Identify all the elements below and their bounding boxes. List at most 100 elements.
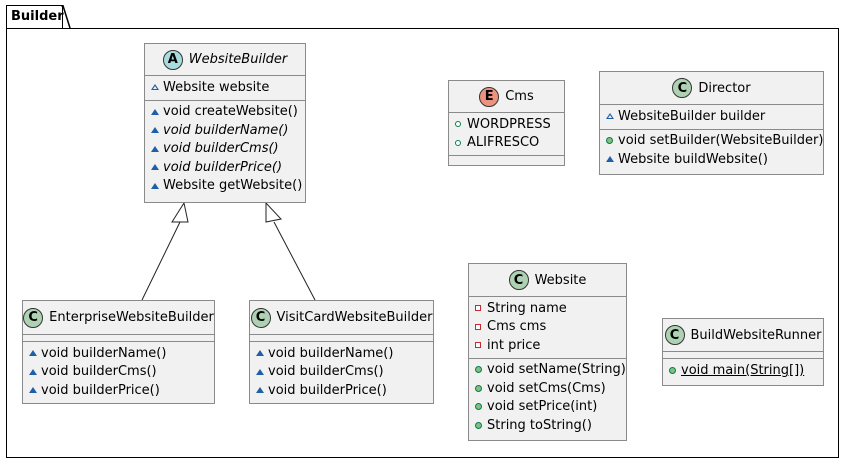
method-row: Website buildWebsite()	[600, 150, 823, 169]
field-text: Website website	[163, 79, 270, 95]
method-row: void setBuilder(WebsiteBuilder)	[600, 132, 823, 151]
class-icon: C	[672, 78, 693, 98]
package-visibility-icon	[151, 164, 163, 171]
class-website[interactable]: C Website String name Cms cms int price …	[468, 263, 627, 441]
abstract-class-icon: A	[162, 49, 183, 70]
class-buildwebsiterunner[interactable]: C BuildWebsiteRunner void main(String[])	[662, 318, 824, 386]
package-visibility-icon	[256, 368, 268, 375]
static-method-text: void main(String[])	[681, 362, 805, 378]
package-visibility-icon	[29, 387, 41, 394]
method-text: void createWebsite()	[163, 104, 298, 120]
method-text: void builderName()	[163, 122, 289, 138]
package-visibility-icon	[151, 84, 163, 91]
package-visibility-icon	[606, 156, 618, 163]
package-tab: Builder	[6, 5, 64, 29]
method-text: void setName(String)	[487, 362, 626, 378]
method-row: void builderCms()	[250, 363, 433, 382]
method-row: void setPrice(int)	[469, 398, 626, 417]
method-text: Website buildWebsite()	[618, 151, 768, 167]
method-row: void setCms(Cms)	[469, 379, 626, 398]
package-visibility-icon	[256, 387, 268, 394]
methods-section: void builderName() void builderCms() voi…	[250, 342, 433, 403]
method-row: void builderPrice()	[23, 381, 214, 400]
class-name: Website	[534, 272, 587, 288]
class-header: C EnterpriseWebsiteBuilder	[23, 301, 214, 335]
package-name: Builder	[11, 9, 64, 24]
field-row: int price	[469, 336, 626, 355]
method-row: void createWebsite()	[145, 103, 305, 122]
field-text: WebsiteBuilder builder	[618, 108, 766, 124]
package-visibility-icon	[151, 145, 163, 152]
method-text: void builderPrice()	[41, 382, 160, 398]
class-icon: C	[250, 307, 271, 328]
class-name: BuildWebsiteRunner	[690, 327, 822, 343]
package-visibility-icon	[29, 368, 41, 375]
method-text: void builderPrice()	[268, 382, 387, 398]
field-row: Website website	[145, 78, 305, 97]
public-visibility-icon	[455, 121, 467, 128]
package-visibility-icon	[151, 108, 163, 115]
package-visibility-icon	[151, 182, 163, 189]
public-visibility-icon	[475, 421, 487, 429]
public-visibility-icon	[455, 139, 467, 146]
fields-section: String name Cms cms int price	[469, 297, 626, 359]
class-name: Director	[698, 80, 751, 96]
method-row: void builderCms()	[23, 363, 214, 382]
enum-cms[interactable]: E Cms WORDPRESS ALIFRESCO	[448, 80, 565, 166]
method-text: void builderCms()	[163, 141, 279, 157]
class-visitcardwebsitebuilder[interactable]: C VisitCardWebsiteBuilder void builderNa…	[249, 300, 434, 404]
class-websitebuilder[interactable]: A WebsiteBuilder Website website void cr…	[144, 43, 306, 203]
field-text: String name	[487, 300, 567, 316]
method-row: Website getWebsite()	[145, 177, 305, 196]
class-icon: C	[508, 270, 529, 290]
field-row: Cms cms	[469, 318, 626, 337]
enum-value-text: WORDPRESS	[467, 116, 551, 132]
method-text: void builderName()	[41, 345, 167, 361]
inheritance-arrowhead-enterprise	[171, 201, 189, 223]
private-visibility-icon	[475, 305, 487, 312]
public-visibility-icon	[606, 137, 618, 145]
enum-icon: E	[479, 86, 500, 107]
method-row: void builderName()	[250, 344, 433, 363]
fields-section	[23, 335, 214, 342]
fields-section: Website website	[145, 76, 305, 101]
enum-value-text: ALIFRESCO	[467, 135, 540, 151]
class-name: Cms	[505, 89, 534, 104]
class-header: E Cms	[449, 81, 564, 113]
class-director[interactable]: C Director WebsiteBuilder builder void s…	[599, 71, 824, 175]
class-enterprisewebsitebuilder[interactable]: C EnterpriseWebsiteBuilder void builderN…	[22, 300, 215, 404]
method-row: void builderCms()	[145, 140, 305, 159]
fields-section: WebsiteBuilder builder	[600, 105, 823, 130]
field-row: WebsiteBuilder builder	[600, 107, 823, 126]
public-visibility-icon	[475, 366, 487, 374]
enum-value-row: WORDPRESS	[449, 115, 564, 134]
package-tab-slant	[61, 5, 71, 29]
public-visibility-icon	[669, 366, 681, 374]
public-visibility-icon	[475, 403, 487, 411]
class-name: EnterpriseWebsiteBuilder	[49, 310, 214, 325]
methods-section: void setBuilder(WebsiteBuilder) Website …	[600, 130, 823, 172]
method-row: void builderPrice()	[250, 381, 433, 400]
class-header: C VisitCardWebsiteBuilder	[250, 301, 433, 335]
methods-section: void setName(String) void setCms(Cms) vo…	[469, 359, 626, 438]
enum-values-section: WORDPRESS ALIFRESCO	[449, 113, 564, 156]
private-visibility-icon	[475, 323, 487, 330]
methods-section: void createWebsite() void builderName() …	[145, 101, 305, 199]
field-text: Cms cms	[487, 319, 547, 335]
package-visibility-icon	[151, 127, 163, 134]
edge-visitcard-to-websitebuilder	[273, 221, 316, 301]
method-text: void setPrice(int)	[487, 399, 598, 415]
method-row: String toString()	[469, 416, 626, 435]
method-text: void builderName()	[268, 345, 394, 361]
method-text: void builderCms()	[268, 364, 384, 380]
method-row: void builderPrice()	[145, 158, 305, 177]
class-name: VisitCardWebsiteBuilder	[276, 310, 433, 325]
private-visibility-icon	[475, 342, 487, 349]
class-name: WebsiteBuilder	[188, 52, 288, 67]
class-header: C Director	[600, 72, 823, 105]
class-header: C Website	[469, 264, 626, 297]
class-header: C BuildWebsiteRunner	[663, 319, 823, 352]
class-icon: C	[664, 325, 685, 345]
enum-value-row: ALIFRESCO	[449, 134, 564, 153]
field-text: int price	[487, 337, 541, 353]
